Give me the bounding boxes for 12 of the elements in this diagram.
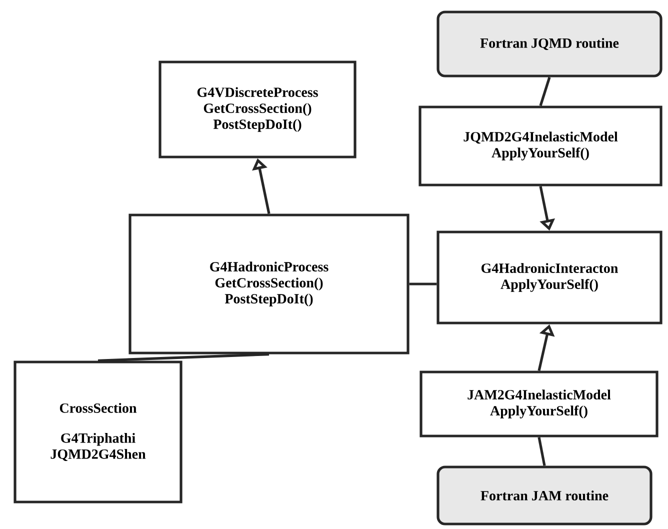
class-box: JAM2G4InelasticModel ApplyYourSelf() [420,370,658,438]
class-box: G4VDiscreteProcess GetCrossSection() PostStepDoIt() [158,60,356,158]
class-box: JQMD2G4InelasticModel ApplyYourSelf() [418,106,662,186]
class-box: CrossSection G4Triphathi JQMD2G4Shen [14,360,182,504]
connector-line [98,353,270,362]
connector-line [539,76,551,106]
connector-line [538,437,546,466]
routine-box: Fortran JAM routine [436,466,652,526]
class-box: G4HadronicProcess GetCrossSection() PostStepDoIt() [128,214,410,354]
class-box: G4HadronicInteracton ApplyYourSelf() [436,230,662,324]
connector-line [409,282,437,286]
routine-box: Fortran JQMD routine [436,10,662,78]
